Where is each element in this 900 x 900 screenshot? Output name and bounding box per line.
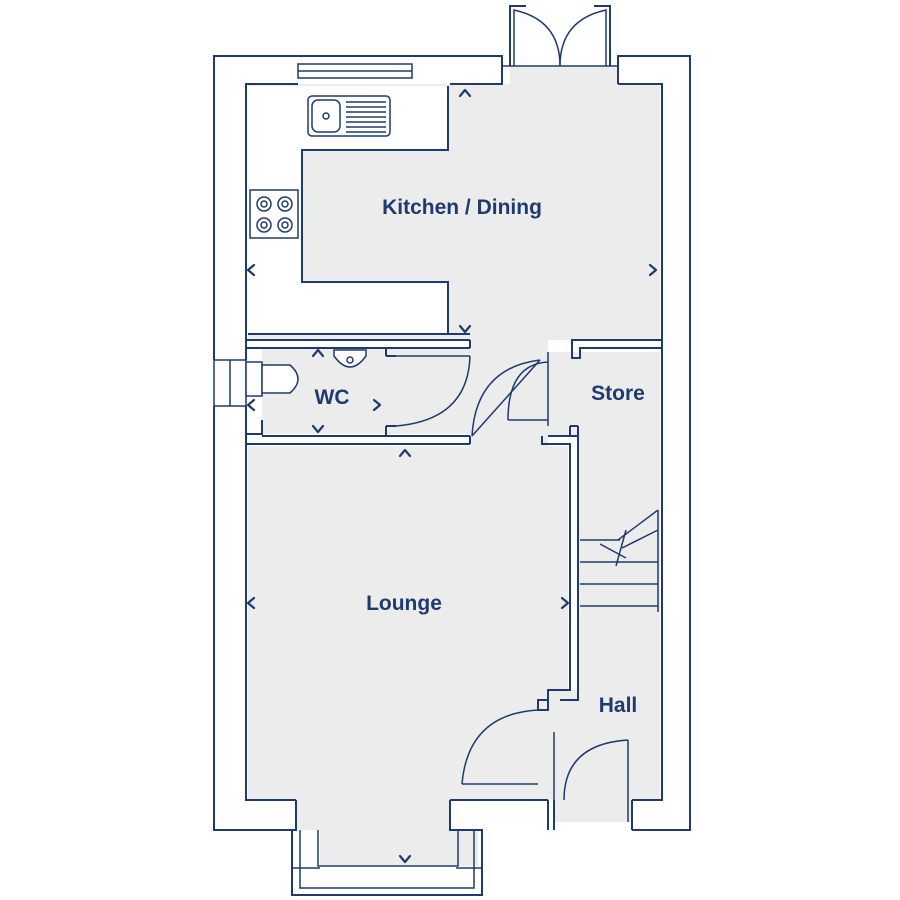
wc-floor <box>262 348 470 434</box>
lounge-floor <box>248 446 568 866</box>
sink-icon <box>307 95 391 137</box>
kitchen-window <box>297 63 413 79</box>
room-label-kitchen-dining: Kitchen / Dining <box>382 196 542 219</box>
room-label-lounge: Lounge <box>366 592 442 615</box>
basin-icon <box>333 349 367 368</box>
wc-window <box>213 359 247 407</box>
french-doors-icon <box>502 5 618 67</box>
toilet-icon <box>245 361 299 397</box>
dimension-marker-icon <box>246 88 658 864</box>
hob-icon <box>249 189 299 239</box>
room-label-wc: WC <box>315 386 350 409</box>
internal-walls <box>246 339 662 711</box>
door-swing-icon <box>395 352 629 822</box>
french-door-threshold <box>510 66 618 86</box>
room-label-store: Store <box>591 382 645 405</box>
kitchen-worktops <box>248 86 470 335</box>
room-label-hall: Hall <box>599 694 638 717</box>
store-floor <box>548 352 660 436</box>
hall-floor <box>548 436 660 822</box>
outer-walls <box>213 55 691 896</box>
stairs-icon <box>580 509 659 612</box>
